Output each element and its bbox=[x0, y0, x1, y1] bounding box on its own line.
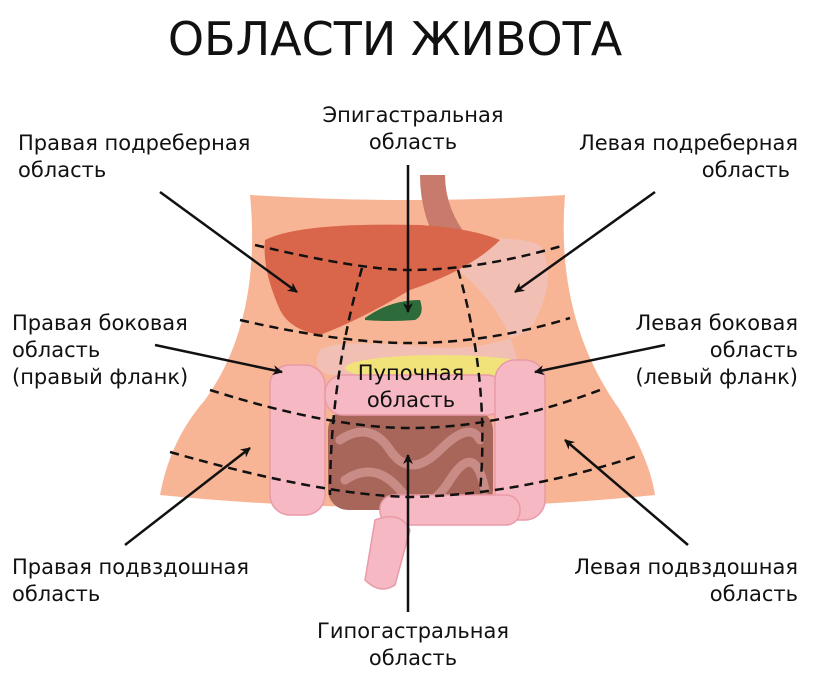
region-grid-lines bbox=[169, 243, 641, 499]
label-hypogastric-1: Гипогастральная bbox=[317, 619, 509, 643]
label-right-hypochondriac-2: область bbox=[18, 158, 106, 182]
label-right-hypochondriac-1: Правая подреберная bbox=[18, 131, 250, 155]
stomach bbox=[316, 238, 548, 375]
label-epigastric-2: область bbox=[369, 130, 457, 154]
label-umbilical-2: область bbox=[367, 388, 455, 412]
label-right-lateral-2: область bbox=[12, 338, 100, 362]
label-left-lateral-1: Левая боковая bbox=[636, 311, 798, 335]
label-left-iliac-2: область bbox=[710, 582, 798, 606]
label-hypogastric-2: область bbox=[369, 646, 457, 670]
pointer-arrows bbox=[124, 165, 689, 612]
label-right-lateral-3: (правый фланк) bbox=[12, 365, 188, 389]
label-left-iliac-1: Левая подвздошная bbox=[574, 555, 798, 579]
colon bbox=[269, 359, 546, 590]
label-epigastric-1: Эпигастральная bbox=[323, 103, 504, 127]
label-left-hypochondriac-1: Левая подреберная bbox=[579, 131, 798, 155]
label-left-hypochondriac-2: область bbox=[702, 158, 790, 182]
label-left-lateral-3: (левый фланк) bbox=[635, 365, 798, 389]
label-right-iliac-2: область bbox=[12, 582, 100, 606]
label-left-lateral-2: область bbox=[710, 338, 798, 362]
liver bbox=[264, 224, 500, 335]
label-right-iliac-1: Правая подвздошная bbox=[12, 555, 249, 579]
label-umbilical-1: Пупочная bbox=[358, 361, 464, 385]
title: ОБЛАСТИ ЖИВОТА bbox=[168, 12, 623, 66]
label-right-lateral-1: Правая боковая bbox=[12, 311, 188, 335]
